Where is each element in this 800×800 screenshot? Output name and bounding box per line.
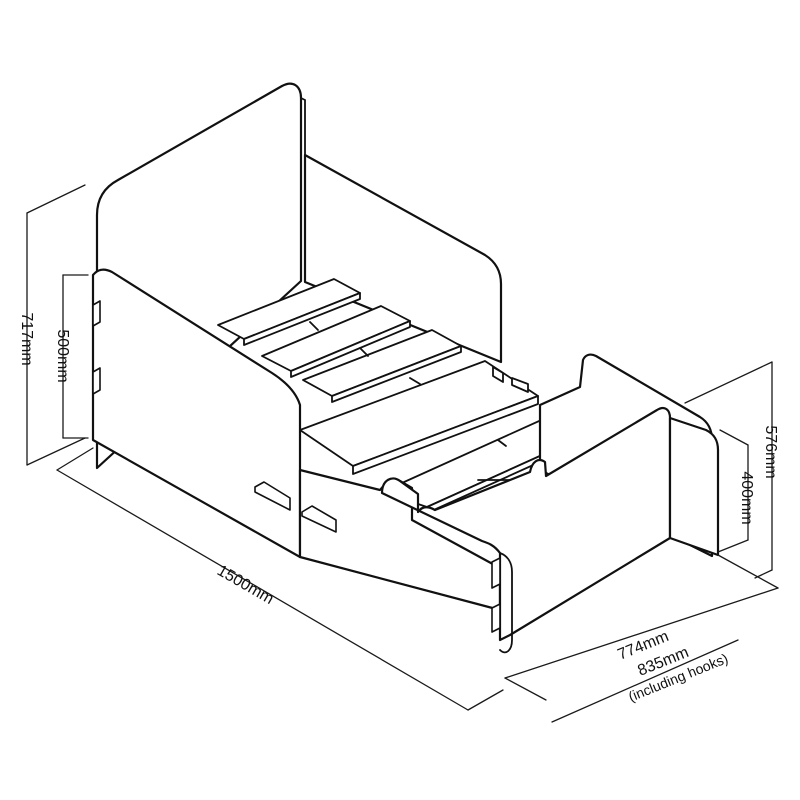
connector-tab xyxy=(254,481,291,511)
dim-400-tick-top xyxy=(719,429,749,446)
slat-joint-3 xyxy=(409,377,421,385)
hook-icon xyxy=(491,557,501,589)
slat-6 xyxy=(331,345,462,403)
dim-717-tick-top xyxy=(26,184,86,214)
slat-joint-2 xyxy=(359,347,369,357)
slat-8 xyxy=(352,395,539,475)
dim-774-tick-right xyxy=(717,554,779,589)
dim-400-tick-bottom xyxy=(717,539,749,553)
dim-576-tick-top xyxy=(684,361,773,404)
dim-717-tick-bottom xyxy=(26,437,86,466)
dim-774-line xyxy=(504,587,779,679)
slat-joint-1 xyxy=(309,321,319,331)
hook-icon xyxy=(92,367,101,395)
slat-4 xyxy=(290,320,411,378)
dim-500-label: 500mm xyxy=(54,329,71,382)
rail-slot-2 xyxy=(511,377,529,393)
dim-576-label: 576mm xyxy=(762,425,779,478)
footboard-front-edge xyxy=(499,552,513,654)
rail-slot xyxy=(492,366,504,383)
dim-400-label: 400mm xyxy=(738,471,755,524)
dim-1500-line xyxy=(56,469,469,711)
dim-717-label: 717mm xyxy=(18,312,35,365)
slat-joint-4 xyxy=(497,439,507,447)
back-side-rail xyxy=(303,153,503,364)
dim-835-line xyxy=(551,639,739,723)
footboard-right-edge xyxy=(668,416,720,557)
dim-1500-label: 1500mm xyxy=(214,562,276,608)
dim-774-tick-left xyxy=(504,677,547,701)
dim-1500-tick-right xyxy=(467,689,504,711)
dim-1500-tick-left xyxy=(56,447,94,471)
hook-icon xyxy=(491,603,501,633)
slat-2 xyxy=(243,292,361,346)
connector-tab xyxy=(301,505,337,533)
hook-icon xyxy=(92,300,101,327)
